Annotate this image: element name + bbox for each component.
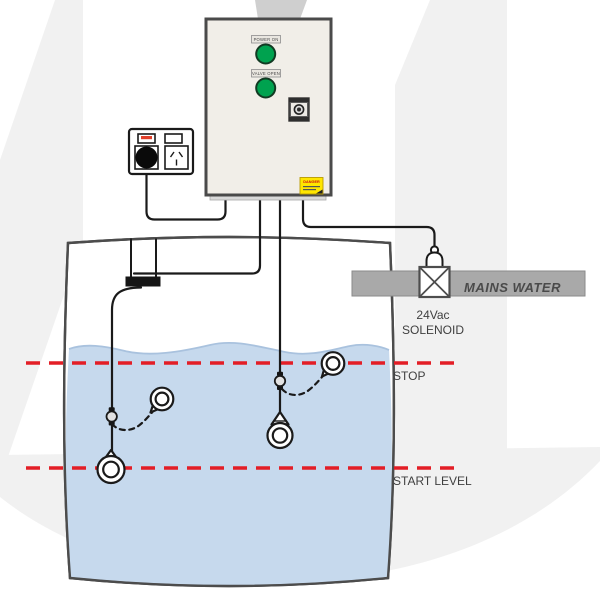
right-lower-float-core [271, 427, 289, 444]
power-on-light [255, 43, 277, 65]
stop-label: STOP [393, 369, 425, 383]
right-float-assembly [266, 351, 346, 450]
power-outlet [127, 127, 195, 176]
left-float-switch-upper [149, 386, 175, 414]
valve-open-label: VALVE OPEN [252, 71, 280, 76]
left-float-tether [110, 407, 157, 432]
right-float-tether [280, 371, 327, 397]
danger-corner-mark [316, 189, 323, 194]
left-lower-float-core [102, 460, 120, 479]
wire-panel-to-left-float [132, 197, 262, 275]
left-weight-clip-top [108, 407, 115, 412]
wire-panel-to-solenoid [301, 197, 436, 252]
right-float-switch-upper [320, 351, 346, 378]
left-upper-float-core [154, 391, 170, 407]
danger-label: DANGER [303, 180, 320, 184]
water [65, 342, 392, 585]
panel-switch[interactable] [288, 97, 310, 122]
panel-switch-top-stripe [289, 98, 309, 102]
socket-pin-right [178, 151, 184, 158]
right-cable-weight [273, 374, 287, 388]
outlet-switch-right[interactable] [164, 133, 183, 144]
valve-open-light [255, 77, 277, 99]
mains-water-label: MAINS WATER [464, 280, 561, 295]
bracket-clamp [125, 276, 161, 287]
tank-outline [62, 235, 396, 588]
watermark-top-shape [255, 0, 307, 19]
solenoid-valve [418, 245, 451, 299]
left-float-cable [110, 286, 143, 454]
danger-text-line-2 [303, 189, 316, 191]
solenoid-label: SOLENOID [402, 323, 464, 337]
right-weight-clip-top [277, 371, 283, 376]
outlet-plug[interactable] [135, 146, 158, 169]
control-panel: POWER ON VALVE OPEN DANGER [204, 17, 333, 201]
danger-text-line-1 [303, 186, 320, 188]
valve-open-label-plate [251, 69, 281, 78]
socket-pin-left [169, 151, 175, 158]
power-on-label-plate [251, 35, 281, 44]
power-on-label: POWER ON [254, 37, 279, 42]
watermark-left-band [0, 0, 83, 480]
water-surface [68, 341, 390, 355]
solenoid-coil [425, 251, 444, 268]
panel-switch-knob-dot [297, 107, 301, 112]
wire-outlet-to-panel [145, 166, 227, 221]
left-float-assembly [96, 286, 175, 485]
solenoid-voltage-label: 24Vac [416, 308, 449, 322]
outlet-socket-right [164, 145, 189, 170]
outlet-switch-left-indicator [141, 136, 152, 140]
mounting-bracket [125, 238, 161, 287]
left-float-switch-lower [96, 448, 126, 485]
danger-sticker: DANGER [299, 177, 324, 195]
left-cable-weight [105, 410, 118, 423]
mains-water-pipe [351, 270, 586, 297]
start-level-label: START LEVEL [393, 474, 472, 488]
valve-cross-2 [418, 266, 451, 298]
right-float-switch-lower [266, 410, 294, 450]
right-upper-float-core [325, 356, 341, 372]
watermark-right-band [395, 0, 507, 450]
panel-switch-bottom-stripe [289, 117, 309, 121]
